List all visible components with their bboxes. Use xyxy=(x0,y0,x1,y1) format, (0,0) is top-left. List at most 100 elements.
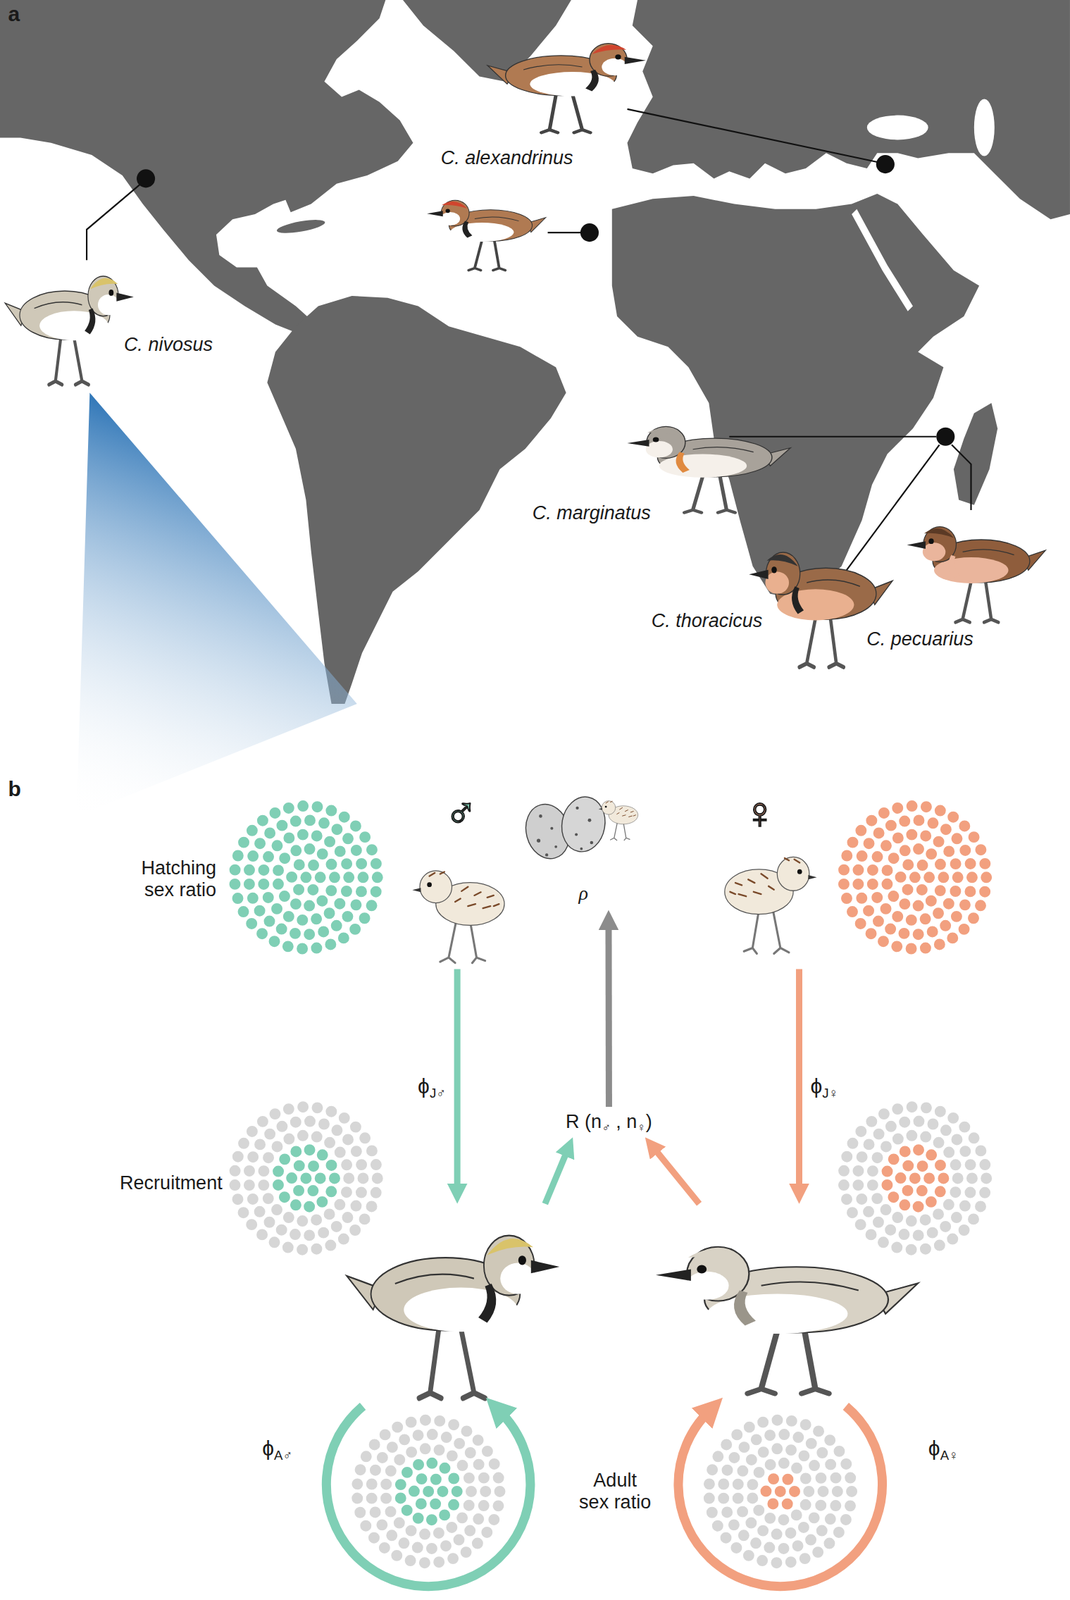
text-run: C. alexandrinus xyxy=(440,147,574,169)
eurasia xyxy=(627,0,1070,220)
species-name: C. pecuarius xyxy=(866,628,974,651)
black-sea xyxy=(867,115,929,141)
plover-illustration xyxy=(487,43,646,134)
text-run: , n xyxy=(610,1110,638,1132)
text-run: R (n xyxy=(565,1110,602,1132)
survival-loop xyxy=(326,1406,882,1587)
text-run: b xyxy=(8,776,22,801)
text-run: ϕ xyxy=(810,1074,823,1098)
egg-illustration xyxy=(554,845,558,849)
subscript: A♀ xyxy=(940,1446,959,1462)
egg-illustration xyxy=(579,847,583,851)
egg-illustration xyxy=(545,853,549,856)
plover-illustration xyxy=(907,526,1047,623)
subscript: ♂ xyxy=(601,1120,611,1135)
egg-illustration xyxy=(538,814,543,818)
panel-letter: b xyxy=(8,776,22,802)
zoom-wedge xyxy=(76,392,358,816)
plover-illustration xyxy=(626,426,791,513)
leader-line xyxy=(86,184,140,260)
text-run: C. thoracicus xyxy=(651,610,763,632)
south-america xyxy=(266,295,566,704)
site-dot xyxy=(580,223,599,242)
sex-symbol: ♂ xyxy=(444,787,478,838)
text-run: Hatching sex ratio xyxy=(140,857,217,901)
adult-node: ϕA♂ xyxy=(245,1203,572,1592)
subscript: ♀ xyxy=(636,1120,646,1135)
chick-illustration xyxy=(412,870,505,963)
survival-rate-label: ϕJ♂ xyxy=(417,1074,446,1099)
plover-illustration xyxy=(426,200,546,271)
chick-node: ♂ xyxy=(407,780,515,970)
sex-ratio-dots xyxy=(843,1106,987,1250)
subscript: J♀ xyxy=(822,1084,839,1100)
text-run: ϕ xyxy=(417,1074,430,1098)
egg-illustration xyxy=(574,832,578,836)
species-name: C. alexandrinus xyxy=(440,147,574,170)
egg-node: ρ xyxy=(525,795,644,910)
recruitment-arrow xyxy=(545,1150,568,1204)
red-sea xyxy=(851,209,913,312)
plover-illustration xyxy=(4,43,1046,1399)
subscript: J♂ xyxy=(429,1084,446,1100)
site-dot xyxy=(936,427,955,446)
survival-label: ϕA♀ xyxy=(928,1436,959,1461)
egg-illustration xyxy=(536,838,541,843)
sex-ratio-dots xyxy=(234,805,378,949)
text-run: Adult sex ratio xyxy=(579,1469,651,1513)
survival-loop xyxy=(678,1406,883,1587)
juvenile-survival-arrow xyxy=(795,969,803,1190)
caribbean-island xyxy=(276,216,327,236)
leader-line xyxy=(834,444,939,587)
function-label: R (n♂ , n♀) xyxy=(565,1110,653,1133)
stage-label: Recruitment xyxy=(119,1172,223,1194)
caspian-sea xyxy=(974,98,995,156)
stage-label: Hatching sex ratio xyxy=(124,857,217,901)
species-name: C. thoracicus xyxy=(651,610,763,632)
egg-illustration xyxy=(598,800,639,841)
site-dot xyxy=(136,154,955,446)
hatching-sex-ratio-symbol: ρ xyxy=(579,881,589,905)
site-dot xyxy=(876,154,895,174)
text-run: ϕ xyxy=(262,1436,275,1460)
species-name: C. marginatus xyxy=(532,502,651,525)
africa-arabia xyxy=(612,193,980,598)
egg-illustration xyxy=(590,841,594,845)
recruitment-function: R (n♂ , n♀) xyxy=(557,1106,661,1137)
egg-illustration xyxy=(519,793,639,864)
adult-node: ϕA♀ xyxy=(652,1203,985,1592)
chick-illustration xyxy=(412,856,817,963)
text-run: ρ xyxy=(579,881,589,904)
sex-ratio-dots xyxy=(234,1106,378,1250)
text-run: a xyxy=(8,2,21,26)
leader-line xyxy=(548,231,582,234)
subscript: A♂ xyxy=(274,1446,293,1462)
egg-illustration xyxy=(587,818,592,823)
text-run: ) xyxy=(645,1110,653,1132)
sex-ratio-dots xyxy=(357,1420,501,1564)
chick-illustration xyxy=(724,856,818,954)
survival-label: ϕA♂ xyxy=(262,1436,293,1461)
survival-rate-label: ϕJ♀ xyxy=(810,1074,839,1099)
sex-ratio-dots xyxy=(843,805,987,949)
plover-illustration xyxy=(748,552,893,668)
juvenile-survival-arrow xyxy=(454,969,461,1190)
text-run: ♂ xyxy=(444,788,478,837)
text-run: ϕ xyxy=(928,1436,941,1460)
leader-line xyxy=(729,436,937,438)
plover-illustration xyxy=(655,1246,918,1394)
reproduction-arrow xyxy=(605,924,612,1107)
recruitment-arrow xyxy=(654,1148,700,1204)
leader-line xyxy=(627,109,879,163)
north-america xyxy=(0,0,413,337)
egg-illustration xyxy=(575,806,579,810)
leader-line xyxy=(86,109,971,587)
plover-illustration xyxy=(4,276,134,385)
egg-illustration xyxy=(557,793,610,856)
text-run: Recruitment xyxy=(119,1172,223,1194)
site-dot xyxy=(136,169,155,188)
text-run: C. nivosus xyxy=(123,333,213,356)
